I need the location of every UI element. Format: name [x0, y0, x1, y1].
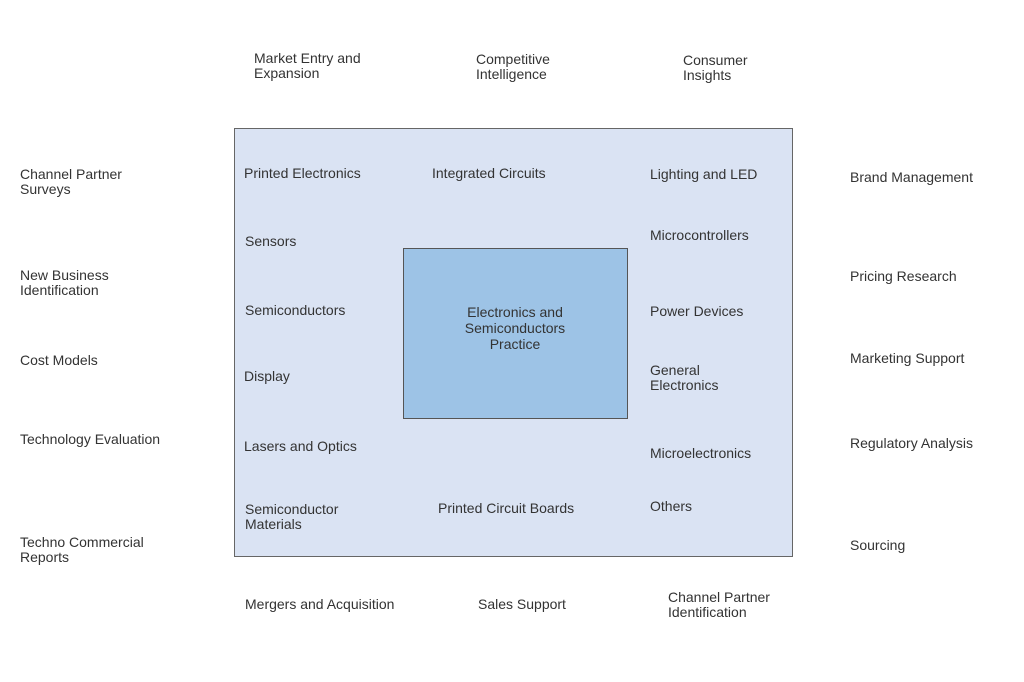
- sector-item: Integrated Circuits: [432, 165, 546, 181]
- sector-item: Microelectronics: [650, 445, 752, 461]
- service-competitive-intelligence: Competitive Intelligence: [476, 51, 550, 82]
- sector-item: Microcontrollers: [650, 227, 749, 243]
- service-sales-support: Sales Support: [478, 596, 566, 612]
- sector-item: Lasers and Optics: [244, 438, 357, 454]
- service-marketing-support: Marketing Support: [850, 350, 965, 366]
- sector-item: Semiconductor Materials: [245, 501, 339, 532]
- sector-item: Display: [244, 368, 290, 384]
- practice-title: Electronics and Semiconductors Practice: [464, 304, 566, 352]
- sector-item: General Electronics: [650, 362, 719, 393]
- service-techno-commercial: Techno Commercial Reports: [20, 534, 144, 565]
- service-consumer-insights: Consumer Insights: [683, 52, 748, 83]
- service-sourcing: Sourcing: [850, 537, 906, 553]
- sector-item: Lighting and LED: [650, 166, 758, 182]
- service-channel-partner-identification: Channel Partner Identification: [668, 589, 770, 620]
- practice-core-box: [403, 248, 628, 419]
- service-cost-models: Cost Models: [20, 352, 98, 368]
- sector-item: Semiconductors: [245, 302, 346, 318]
- service-brand-management: Brand Management: [850, 169, 973, 185]
- service-channel-partner-surveys: Channel Partner Surveys: [20, 166, 122, 197]
- sector-item: Others: [650, 498, 693, 514]
- service-market-entry: Market Entry and Expansion: [254, 50, 361, 81]
- service-pricing-research: Pricing Research: [850, 268, 957, 284]
- sector-item: Printed Circuit Boards: [438, 500, 575, 516]
- sector-item: Power Devices: [650, 303, 744, 319]
- service-mergers: Mergers and Acquisition: [245, 596, 395, 612]
- sector-item: Sensors: [245, 233, 297, 249]
- service-new-business: New Business Identification: [20, 267, 109, 298]
- service-technology-evaluation: Technology Evaluation: [20, 431, 161, 447]
- service-regulatory-analysis: Regulatory Analysis: [850, 435, 973, 451]
- sector-item: Printed Electronics: [244, 165, 361, 181]
